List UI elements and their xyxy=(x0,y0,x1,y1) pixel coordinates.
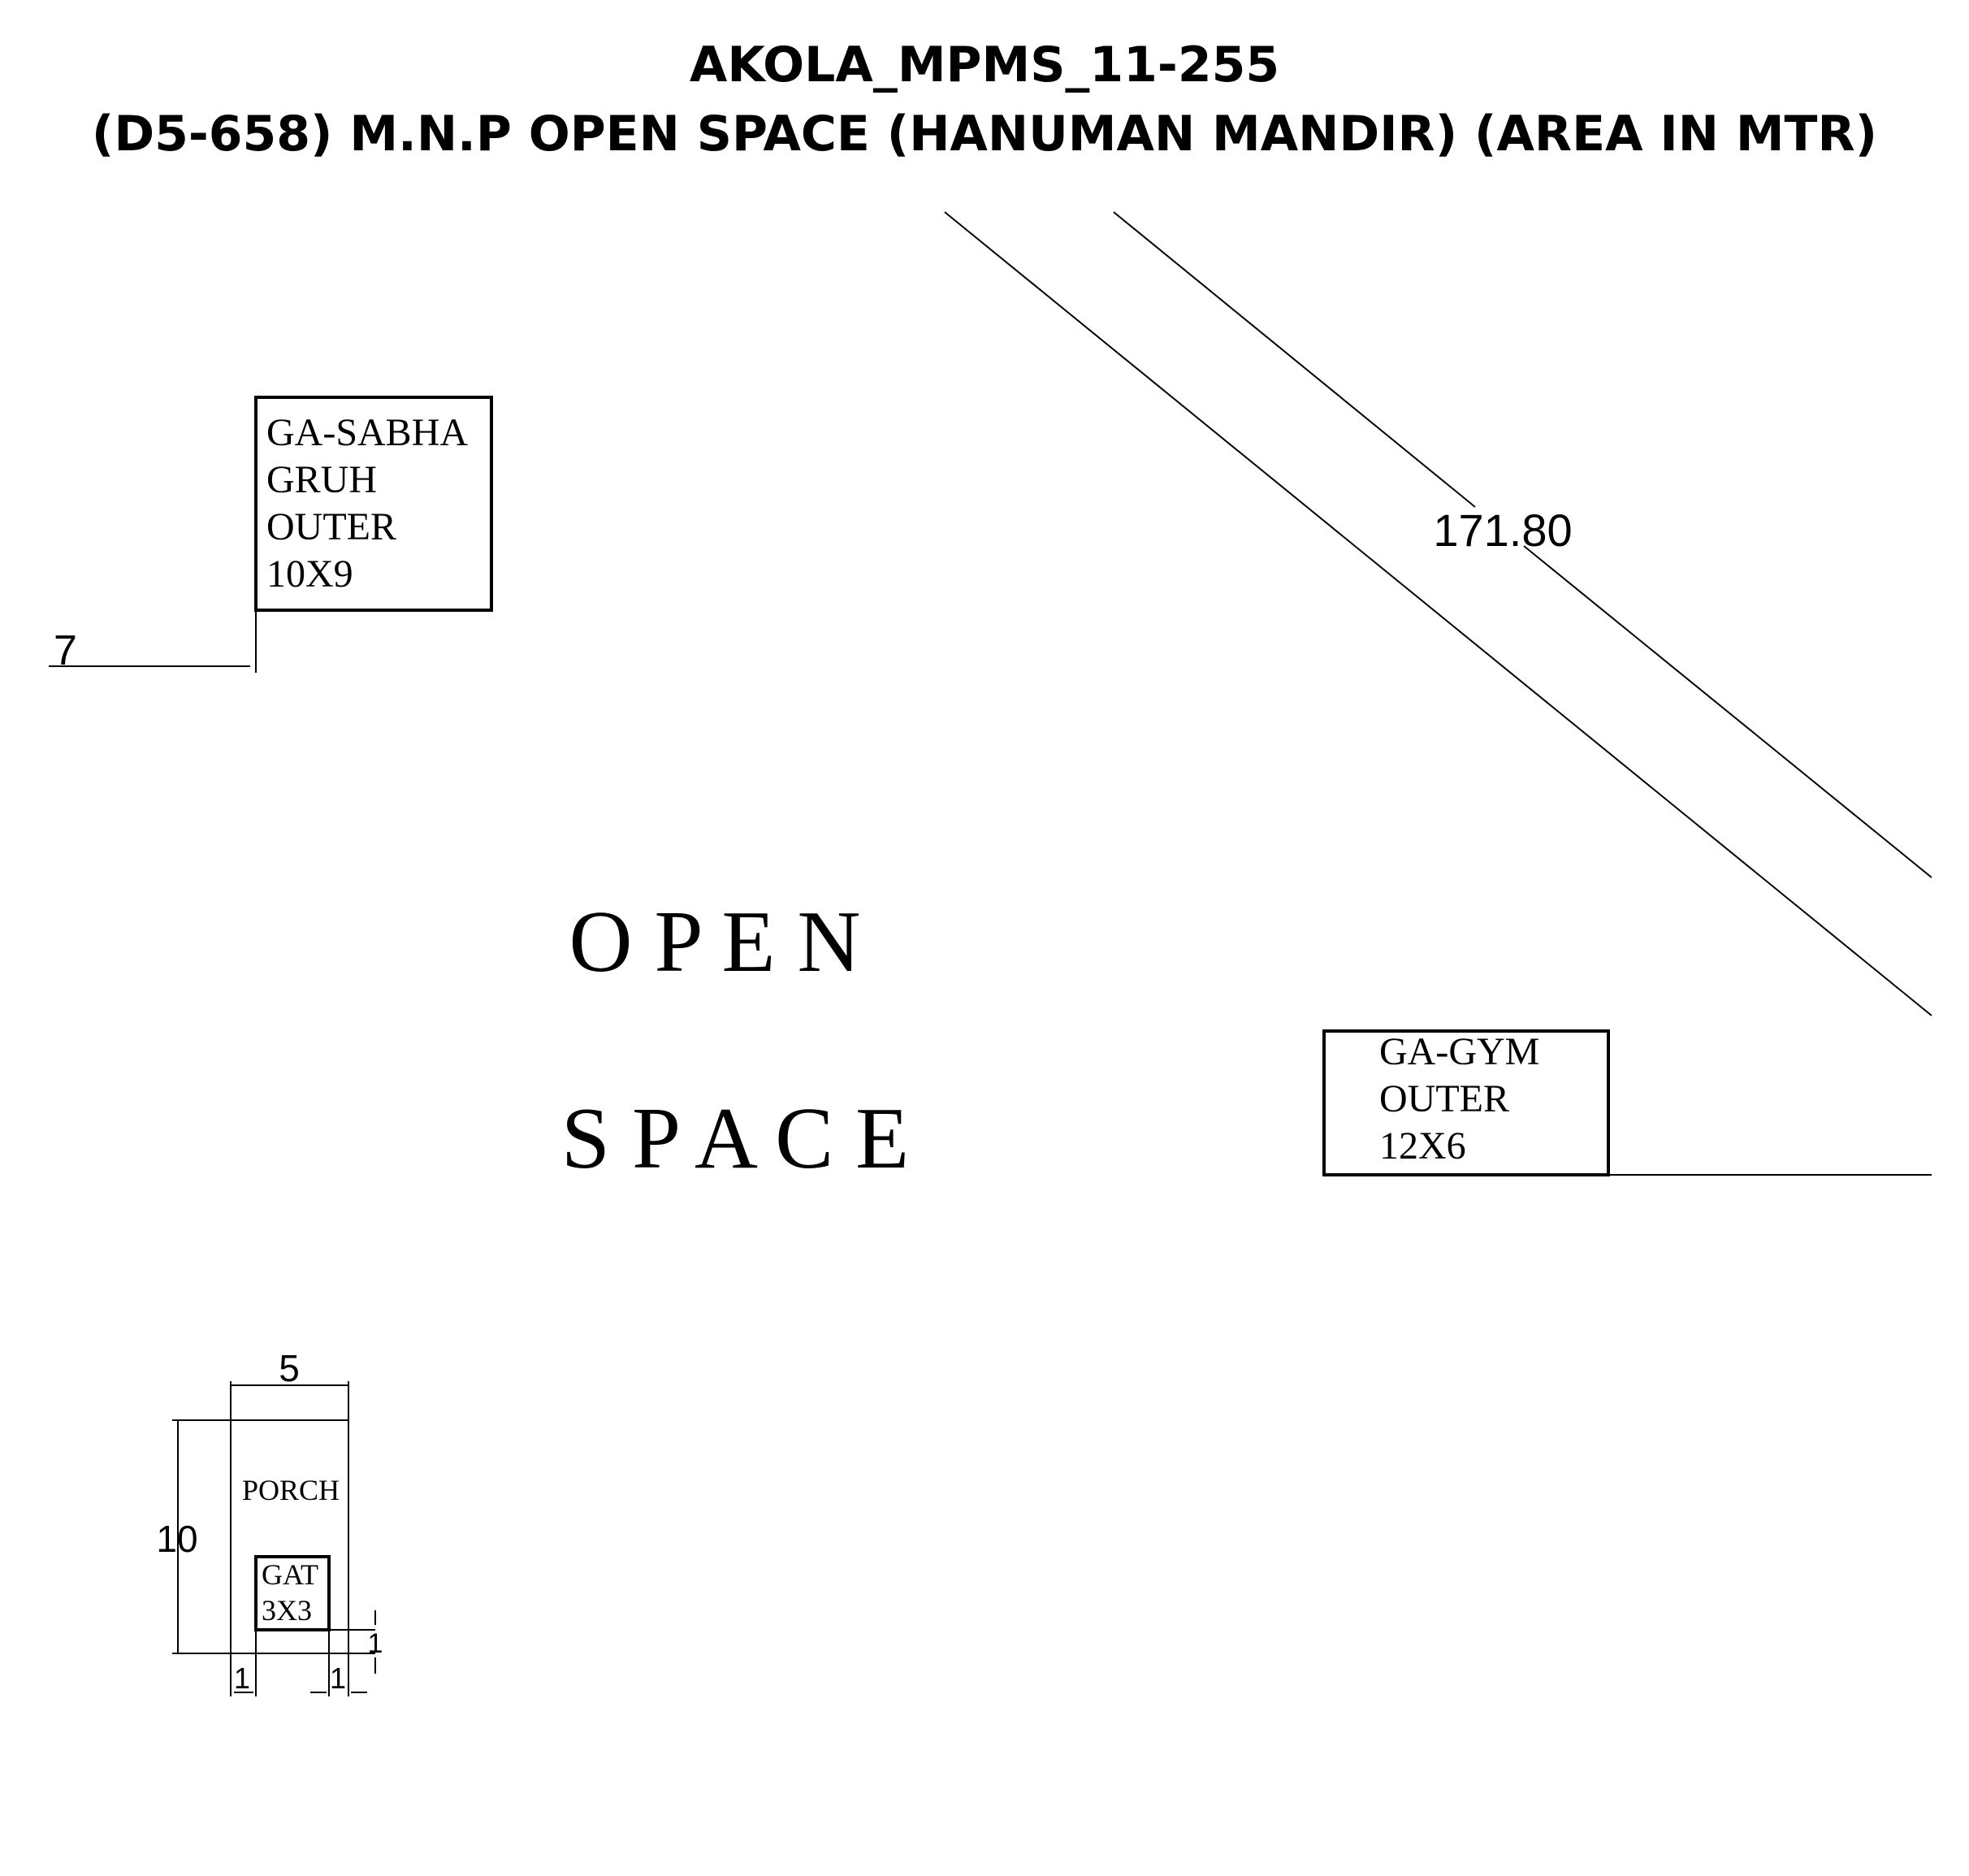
porch-bottom-offset-label: 1 xyxy=(368,1628,383,1659)
porch-right-offset-label: 1 xyxy=(330,1662,346,1695)
porch-left-offset-label: 1 xyxy=(234,1662,250,1695)
sabha-gruh-label-2: GRUH xyxy=(266,458,377,501)
gym-block: GA-GYM OUTER 12X6 xyxy=(1322,1029,1610,1176)
gym-label-2: OUTER xyxy=(1379,1077,1509,1120)
gym-label-1: GA-GYM xyxy=(1379,1030,1539,1073)
boundary-length-label: 171.80 xyxy=(1433,505,1572,556)
sabha-gruh-label-1: GA-SABHA xyxy=(266,411,468,454)
open-space-word-space: S P A C E xyxy=(561,1090,909,1187)
porch-block xyxy=(172,1381,376,1696)
plan-title-description: (D5-658) M.N.P OPEN SPACE (HANUMAN MANDI… xyxy=(92,106,1877,162)
diagonal-boundary xyxy=(944,211,1932,1016)
gate-size: 3X3 xyxy=(262,1594,312,1627)
gate-label: GAT xyxy=(262,1558,318,1591)
sabha-offset-dimension xyxy=(49,611,257,673)
porch-height-label: 10 xyxy=(156,1518,197,1560)
sabha-gruh-label-3: OUTER xyxy=(266,505,396,548)
open-space-word-open: O P E N xyxy=(569,894,860,990)
porch-width-label: 5 xyxy=(279,1347,300,1389)
porch-label: PORCH xyxy=(242,1474,340,1506)
plan-title-code: AKOLA_MPMS_11-255 xyxy=(690,37,1279,93)
sabha-gruh-block: GA-SABHA GRUH OUTER 10X9 xyxy=(254,396,493,612)
sabha-offset-label: 7 xyxy=(54,627,77,674)
gym-size: 12X6 xyxy=(1379,1124,1466,1168)
sabha-gruh-size: 10X9 xyxy=(266,552,353,596)
